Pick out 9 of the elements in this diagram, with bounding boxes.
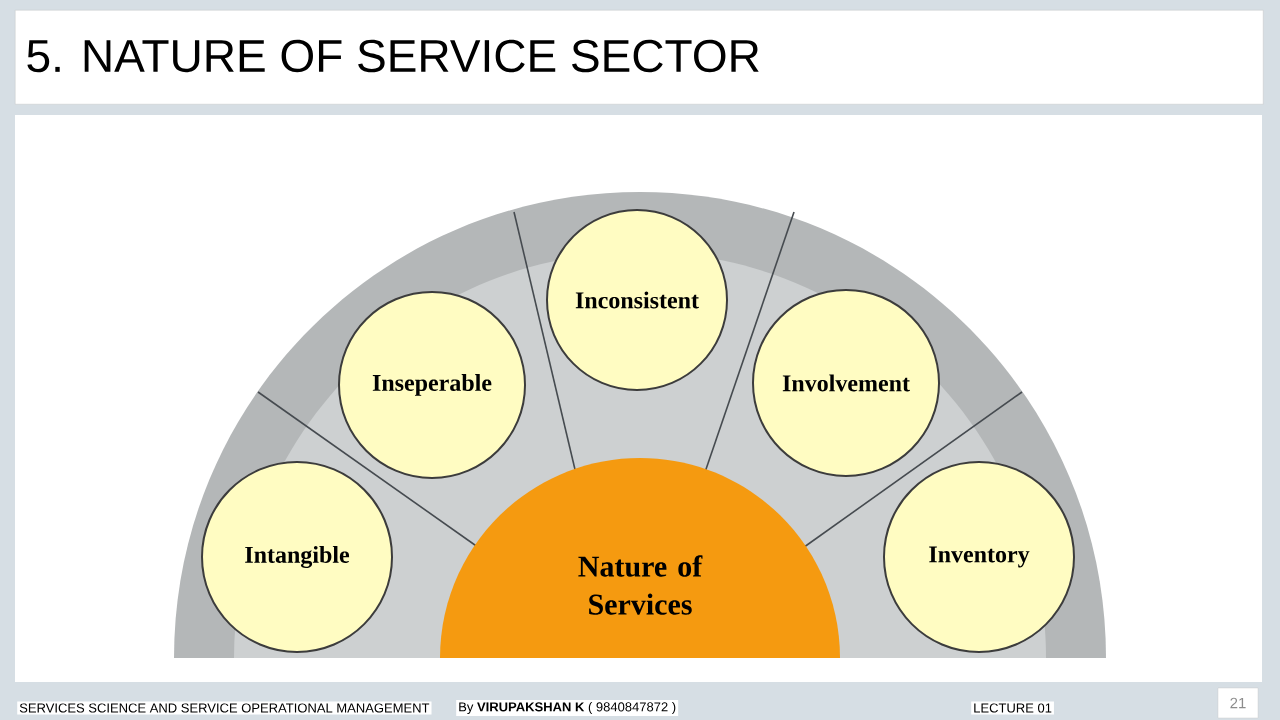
circle-node: Intangible bbox=[201, 461, 393, 653]
page-number: 21 bbox=[1217, 687, 1259, 719]
circle-node: Inconsistent bbox=[546, 209, 728, 391]
circle-node: Inseperable bbox=[338, 291, 526, 479]
circle-node: Involvement bbox=[752, 289, 940, 477]
title: 5. NATURE OF SERVICE SECTOR bbox=[27, 39, 759, 73]
footer-title: SERVICES SCIENCE AND SERVICE OPERATIONAL MANAGEMENT bbox=[17, 701, 432, 715]
lecture-label: LECTURE 01 bbox=[971, 701, 1054, 715]
circle-node: Inventory bbox=[883, 461, 1075, 653]
